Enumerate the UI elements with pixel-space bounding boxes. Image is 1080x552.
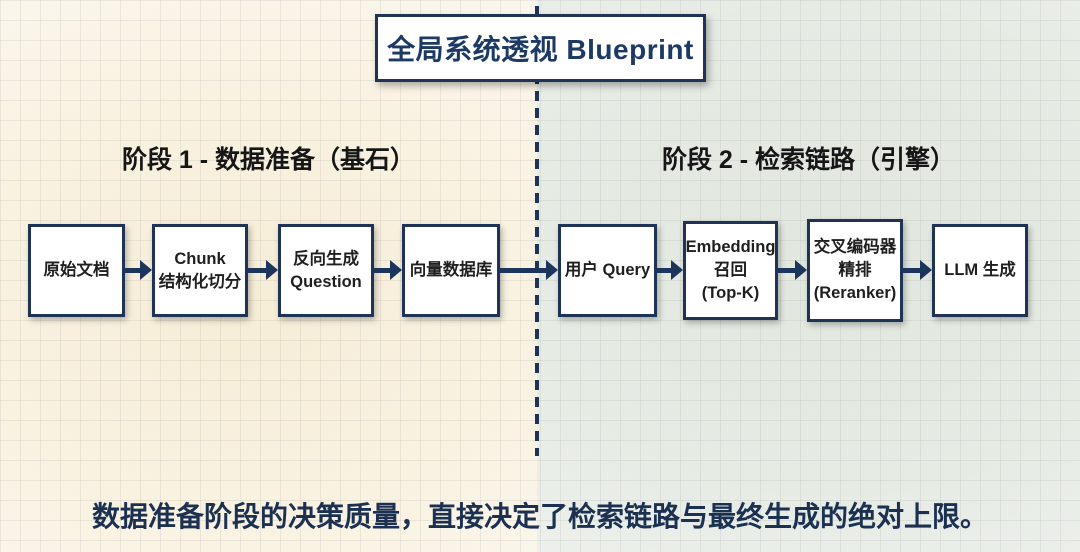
flow-box-reranker: 交叉编码器 精排 (Reranker) [807, 219, 903, 322]
flow-box-line: Embedding [685, 238, 776, 257]
flow-box-line: 反向生成 [293, 249, 359, 268]
phase1-header-label: 阶段 1 - 数据准备（基石） [121, 146, 416, 174]
arrow-right-icon [903, 260, 932, 280]
flow-box-line: 交叉编码器 [813, 238, 897, 257]
footer-conclusion-text: 数据准备阶段的决策质量，直接决定了检索链路与最终生成的绝对上限。 [91, 501, 988, 532]
flow-box-line: 向量数据库 [409, 261, 493, 280]
flow-box-line: 精排 [838, 261, 872, 280]
arrow-right-icon [374, 260, 402, 280]
phase2-header: 阶段 2 - 检索链路（引擎） [537, 141, 1080, 175]
arrow-right-icon [125, 260, 152, 280]
flow-box-line: 用户 Query [564, 261, 651, 280]
arrow-right-icon [778, 260, 807, 280]
arrow-right-icon [500, 260, 558, 280]
flow-box-line: (Reranker) [813, 283, 897, 302]
flow-box-user-query: 用户 Query [558, 224, 657, 317]
diagram-title-box: 全局系统透视 Blueprint [375, 14, 706, 82]
flow-box-line: LLM 生成 [944, 261, 1016, 280]
arrow-right-icon [657, 260, 683, 280]
flow-box-line: 原始文档 [43, 261, 110, 280]
flow-box-line: 结构化切分 [158, 272, 242, 291]
flow-box-chunk-split: Chunk 结构化切分 [152, 224, 248, 317]
flow-box-line: Question [290, 272, 362, 291]
flow-box-vector-db: 向量数据库 [402, 224, 500, 317]
phase-divider-dashed-line [535, 6, 539, 456]
phase2-header-label: 阶段 2 - 检索链路（引擎） [661, 146, 956, 174]
footer-conclusion: 数据准备阶段的决策质量，直接决定了检索链路与最终生成的绝对上限。 [0, 495, 1080, 535]
diagram-title: 全局系统透视 Blueprint [387, 34, 694, 65]
flow-box-raw-document: 原始文档 [28, 224, 125, 317]
phase1-header: 阶段 1 - 数据准备（基石） [0, 141, 537, 175]
flow-box-reverse-question: 反向生成 Question [278, 224, 374, 317]
flow-box-llm-generate: LLM 生成 [932, 224, 1028, 317]
flow-box-embedding-recall: Embedding 召回 (Top-K) [683, 221, 778, 320]
arrow-right-icon [248, 260, 278, 280]
flow-box-line: Chunk [174, 249, 226, 268]
flow-box-line: (Top-K) [701, 283, 760, 302]
flow-box-line: 召回 [714, 261, 747, 280]
